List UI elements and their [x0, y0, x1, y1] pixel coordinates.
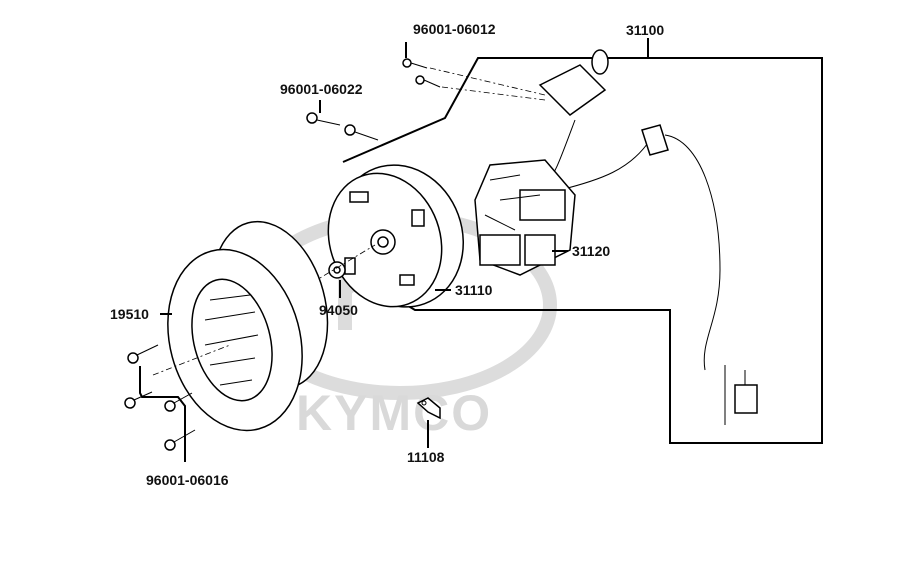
clamp-11108: [416, 397, 441, 420]
flywheel-31110: [327, 164, 465, 308]
callout-94050: 94050: [319, 302, 358, 318]
assembly-bracket: [342, 57, 823, 444]
callout-31110: 31110: [455, 282, 493, 298]
wire-harness: [538, 49, 758, 425]
callout-96001-06022: 96001-06022: [280, 81, 363, 97]
callout-11108: 11108: [407, 449, 445, 465]
watermark-text: KYMCO: [296, 385, 492, 441]
callout-96001-06016: 96001-06016: [146, 472, 229, 488]
callout-31100: 31100: [626, 22, 664, 38]
screws-96001-06012: [402, 58, 546, 101]
callout-96001-06012: 96001-06012: [413, 21, 496, 37]
callout-31120: 31120: [572, 243, 610, 259]
callout-19510: 19510: [110, 306, 149, 322]
screws-96001-06022: [306, 112, 379, 141]
stator-31120: [474, 159, 576, 276]
screws-96001-06016: [124, 344, 231, 462]
fan-19510: [167, 220, 329, 432]
